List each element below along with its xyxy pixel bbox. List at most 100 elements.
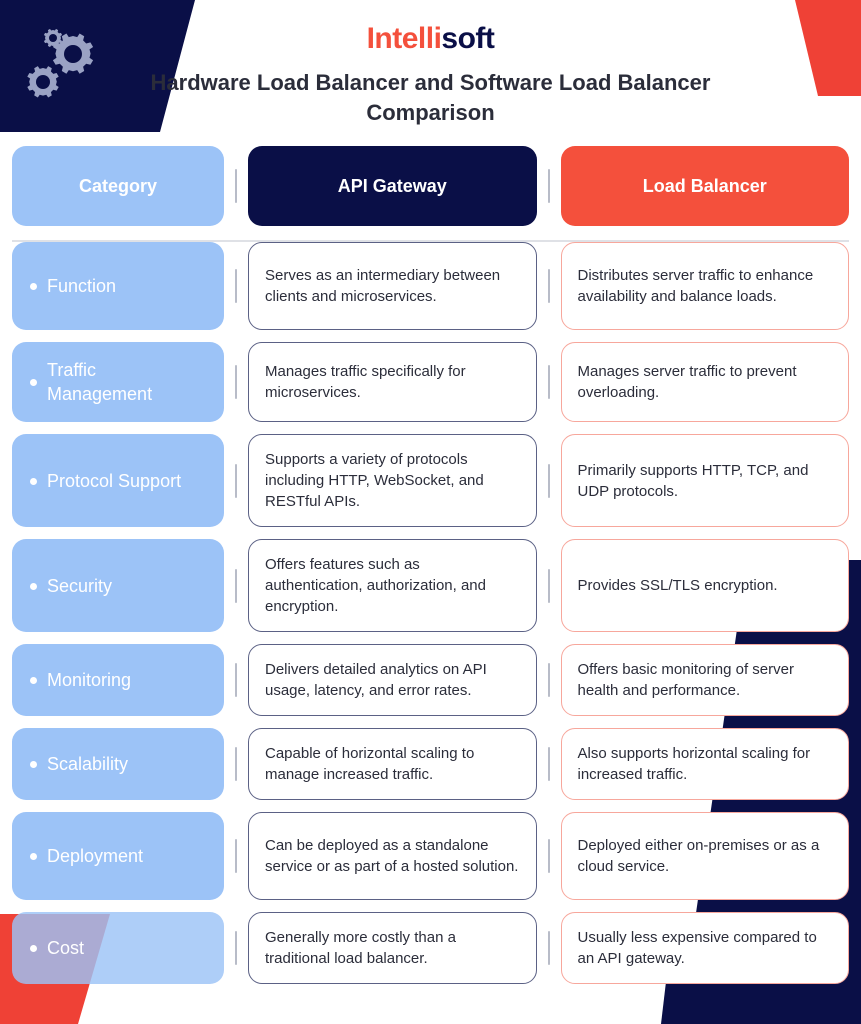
column-separator [224,146,248,226]
column-separator [537,242,561,330]
api-gateway-card: Manages traffic specifically for microse… [248,342,537,422]
category-label: Cost [47,938,85,958]
column-separator [537,728,561,800]
row-api-gateway-cell: Generally more costly than a traditional… [248,912,537,984]
column-separator [537,812,561,900]
header-divider [12,240,849,242]
category-pill: Protocol Support [12,434,224,527]
category-label: Monitoring [47,670,132,690]
row-load-balancer-cell: Provides SSL/TLS encryption. [560,539,849,632]
row-api-gateway-cell: Manages traffic specifically for microse… [248,342,537,422]
category-pill: Deployment [12,812,224,900]
api-gateway-card: Capable of horizontal scaling to manage … [248,728,537,800]
row-category-cell: Monitoring [12,644,224,716]
api-gateway-card: Delivers detailed analytics on API usage… [248,644,537,716]
row-api-gateway-cell: Serves as an intermediary between client… [248,242,537,330]
header-label-api-gateway: API Gateway [248,146,537,226]
table-row: Monitoring Delivers detailed analytics o… [0,644,861,716]
row-load-balancer-cell: Manages server traffic to prevent overlo… [560,342,849,422]
comparison-table: Category API Gateway Load Balancer Funct… [0,146,861,984]
api-gateway-card: Supports a variety of protocols includin… [248,434,537,527]
load-balancer-card: Also supports horizontal scaling for inc… [560,728,849,800]
category-pill: Scalability [12,728,224,800]
column-separator [224,539,248,632]
table-row: Protocol Support Supports a variety of p… [0,434,861,527]
load-balancer-card: Usually less expensive compared to an AP… [560,912,849,984]
category-label: Function [47,276,117,296]
api-gateway-card: Serves as an intermediary between client… [248,242,537,330]
load-balancer-card: Distributes server traffic to enhance av… [560,242,849,330]
api-gateway-card: Can be deployed as a standalone service … [248,812,537,900]
category-pill: Monitoring [12,644,224,716]
row-api-gateway-cell: Supports a variety of protocols includin… [248,434,537,527]
column-separator [224,912,248,984]
column-separator [537,644,561,716]
row-category-cell: Cost [12,912,224,984]
bullet-icon [30,853,37,860]
column-separator [537,912,561,984]
table-row: Traffic Management Manages traffic speci… [0,342,861,422]
column-separator [224,728,248,800]
bullet-icon [30,677,37,684]
brand-logo-text: Intellisoft [0,22,861,56]
bullet-icon [30,761,37,768]
column-separator [224,242,248,330]
table-header-row: Category API Gateway Load Balancer [0,146,861,226]
load-balancer-card: Manages server traffic to prevent overlo… [560,342,849,422]
table-row: Cost Generally more costly than a tradit… [0,912,861,984]
api-gateway-card: Offers features such as authentication, … [248,539,537,632]
bullet-icon [30,477,37,485]
column-separator [537,146,561,226]
row-load-balancer-cell: Deployed either on-premises or as a clou… [560,812,849,900]
category-pill: Function [12,242,224,330]
row-category-cell: Deployment [12,812,224,900]
header-cell-category: Category [12,146,224,226]
column-separator [537,342,561,422]
column-separator [537,434,561,527]
load-balancer-card: Offers basic monitoring of server health… [560,644,849,716]
category-pill: Traffic Management [12,342,224,422]
table-row: Function Serves as an intermediary betwe… [0,242,861,330]
row-load-balancer-cell: Offers basic monitoring of server health… [560,644,849,716]
table-row: Scalability Capable of horizontal scalin… [0,728,861,800]
row-load-balancer-cell: Distributes server traffic to enhance av… [560,242,849,330]
column-separator [537,539,561,632]
row-load-balancer-cell: Also supports horizontal scaling for inc… [560,728,849,800]
page-title: Hardware Load Balancer and Software Load… [150,70,711,125]
column-separator [224,812,248,900]
column-separator [224,644,248,716]
bullet-icon [30,379,37,386]
table-row: Security Offers features such as authent… [0,539,861,632]
bullet-icon [30,945,37,952]
row-category-cell: Security [12,539,224,632]
row-category-cell: Scalability [12,728,224,800]
header-cell-load-balancer: Load Balancer [560,146,849,226]
api-gateway-card: Generally more costly than a traditional… [248,912,537,984]
row-api-gateway-cell: Offers features such as authentication, … [248,539,537,632]
bullet-icon [30,582,37,590]
load-balancer-card: Primarily supports HTTP, TCP, and UDP pr… [560,434,849,527]
category-pill: Security [12,539,224,632]
header-label-load-balancer: Load Balancer [560,146,849,226]
row-api-gateway-cell: Capable of horizontal scaling to manage … [248,728,537,800]
category-label: Security [47,575,113,596]
brand-part-soft: soft [441,22,495,55]
header-label-category: Category [12,146,224,226]
row-load-balancer-cell: Primarily supports HTTP, TCP, and UDP pr… [560,434,849,527]
brand-part-intelli: Intelli [366,22,442,55]
table-row: Deployment Can be deployed as a standalo… [0,812,861,900]
category-label: Protocol Support [47,470,182,491]
row-api-gateway-cell: Delivers detailed analytics on API usage… [248,644,537,716]
category-label: Traffic Management [47,360,153,404]
row-api-gateway-cell: Can be deployed as a standalone service … [248,812,537,900]
category-pill: Cost [12,912,224,984]
category-label: Scalability [47,754,129,774]
column-separator [224,434,248,527]
header-cell-api-gateway: API Gateway [248,146,537,226]
load-balancer-card: Provides SSL/TLS encryption. [560,539,849,632]
category-label: Deployment [47,846,144,866]
row-category-cell: Traffic Management [12,342,224,422]
load-balancer-card: Deployed either on-premises or as a clou… [560,812,849,900]
column-separator [224,342,248,422]
